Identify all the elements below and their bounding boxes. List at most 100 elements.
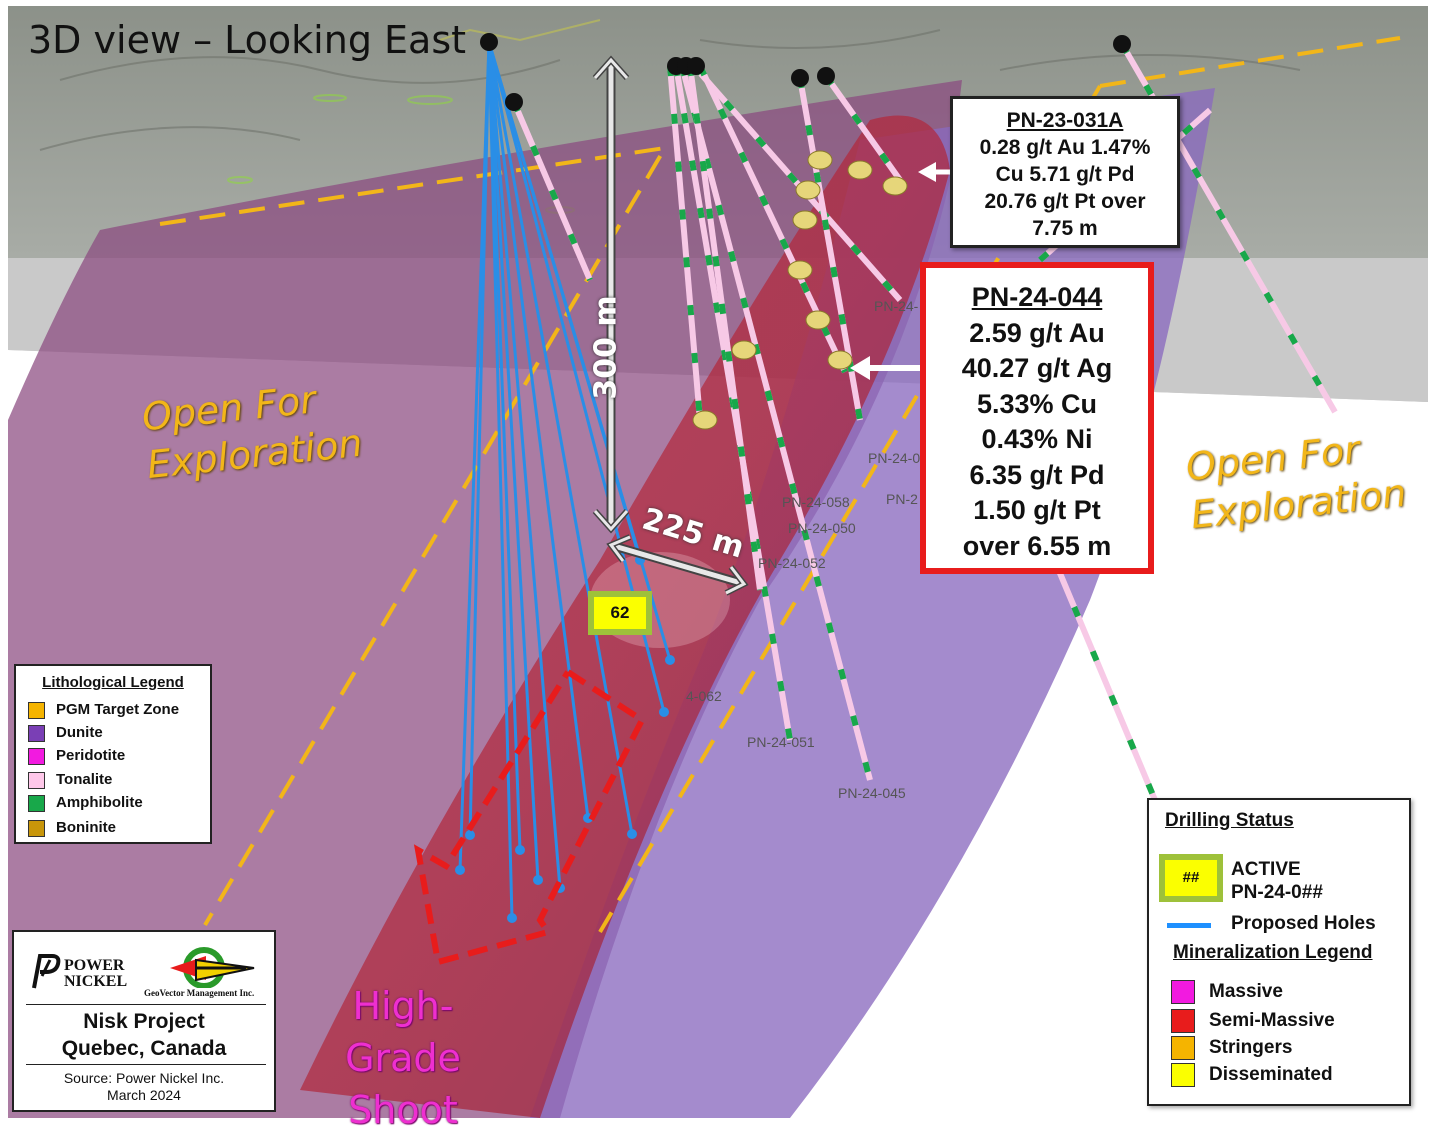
drill-hole-segments	[667, 65, 703, 421]
intercept-marker	[731, 340, 757, 360]
drill-hole-segments	[697, 64, 848, 374]
proposed-holes-label: Proposed Holes	[1231, 913, 1376, 934]
project-line2: Quebec, Canada	[61, 1037, 227, 1060]
geovector-logo-icon	[170, 947, 255, 988]
proposed-hole-trace	[487, 41, 590, 819]
intercept-marker	[787, 260, 813, 280]
hole-label-058: PN-24-058	[782, 494, 850, 510]
dimension-arrow-horizontal	[606, 534, 749, 596]
legend-label: Dunite	[56, 724, 103, 741]
callout-031a-line: 7.75 m	[1032, 217, 1098, 240]
legend-label: Tonalite	[56, 771, 113, 788]
hole-label-2: PN-2	[886, 491, 918, 507]
mineralization-swatch	[1171, 980, 1195, 1004]
active-label: ACTIVE PN-24-0##	[1231, 858, 1323, 904]
proposed-hole-trace	[487, 41, 522, 851]
proposed-hole-swatch	[1167, 923, 1211, 928]
legend-swatch	[28, 820, 45, 837]
proposed-hole-end	[455, 865, 465, 875]
proposed-hole-trace	[487, 41, 562, 889]
callout-044-line: 2.59 g/t Au	[969, 317, 1105, 348]
topo-details	[39, 19, 1301, 214]
proposed-hole-end	[465, 830, 475, 840]
drill-collar-marker	[505, 93, 523, 111]
drill-hole-segments	[511, 100, 593, 282]
callout-pn-23-031a: PN-23-031A 0.28 g/t Au 1.47% Cu 5.71 g/t…	[950, 96, 1180, 248]
active-badge-text: ##	[1165, 860, 1217, 896]
legend-label: PGM Target Zone	[56, 701, 180, 718]
hole-label-24: PN-24-	[874, 298, 919, 314]
nickel-word: NICKEL	[64, 973, 128, 990]
shoot-line1: High-Grade	[345, 984, 461, 1080]
hole-label-050: PN-24-050	[788, 520, 856, 536]
legend-swatch	[28, 772, 45, 789]
mineralization-swatch	[1171, 1063, 1195, 1087]
proposed-hole-end	[533, 875, 543, 885]
project-name: Nisk Project Quebec, Canada	[14, 1008, 274, 1062]
proposed-hole-end	[515, 845, 525, 855]
drill-collar-marker	[817, 67, 835, 85]
divider	[26, 1064, 266, 1065]
callout-pointer-031a	[918, 162, 950, 182]
mineralization-label: Massive	[1209, 981, 1283, 1002]
high-grade-shoot-label: High-Grade Shoot	[298, 980, 508, 1136]
callout-044-title: PN-24-044	[971, 282, 1103, 312]
project-info-box: POWER NICKEL GeoVector Management Inc. N…	[12, 930, 276, 1112]
legend-label: Boninite	[56, 819, 116, 836]
callout-031a-title: PN-23-031A	[1006, 109, 1124, 132]
proposed-hole-trace	[468, 41, 491, 836]
callout-031a-line: Cu 5.71 g/t Pd	[995, 163, 1135, 186]
intercept-marker	[795, 180, 821, 200]
callout-044-line: 0.43% Ni	[981, 424, 1093, 454]
legend-swatch	[28, 702, 45, 719]
power-nickel-logo-icon	[32, 954, 61, 989]
callout-pointer-044	[850, 356, 920, 380]
intercept-marker	[807, 150, 833, 170]
active-line1: ACTIVE	[1231, 859, 1301, 880]
intercept-marker	[805, 310, 831, 330]
proposed-hole-end	[627, 829, 637, 839]
proposed-hole-end	[665, 655, 675, 665]
callout-044-line: 6.35 g/t Pd	[969, 459, 1105, 490]
legend-swatch	[28, 725, 45, 742]
intercept-marker	[882, 176, 908, 196]
lithological-legend-title: Lithological Legend	[42, 674, 184, 691]
active-line2: PN-24-0##	[1231, 882, 1323, 903]
proposed-hole-end	[659, 707, 669, 717]
drilling-status-title: Drilling Status	[1165, 810, 1294, 831]
callout-031a-line: 20.76 g/t Pt over	[984, 190, 1146, 213]
high-grade-direction-arrow	[413, 669, 646, 966]
callout-044-line: 40.27 g/t Ag	[961, 353, 1113, 383]
drill-hole-segments	[691, 64, 903, 302]
drilling-status-legend: Drilling Status ## ACTIVE PN-24-0## Prop…	[1147, 798, 1411, 1106]
hole-label-062: 4-062	[686, 688, 722, 704]
legend-label: Peridotite	[56, 747, 126, 764]
legend-label: Amphibolite	[56, 794, 143, 811]
hole-label-051: PN-24-051	[747, 734, 815, 750]
intercept-marker	[792, 210, 818, 230]
proposed-hole-trace	[458, 41, 491, 871]
callout-044-line: 1.50 g/t Pt	[973, 495, 1101, 525]
view-title: 3D view – Looking East	[28, 18, 467, 62]
intercept-marker	[827, 350, 853, 370]
drill-collar-marker	[480, 33, 498, 51]
drill-collar-marker	[687, 57, 705, 75]
legend-swatch	[28, 795, 45, 812]
drill-collar-marker	[791, 69, 809, 87]
drill-hole-trace	[679, 65, 873, 781]
mineralization-label: Stringers	[1209, 1037, 1293, 1058]
source-line2: March 2024	[107, 1087, 181, 1103]
drill-hole-trace	[823, 74, 903, 182]
active-hole-badge[interactable]: 62	[588, 591, 652, 635]
source-note: Source: Power Nickel Inc. March 2024	[14, 1070, 274, 1104]
power-nickel-wordmark: POWER NICKEL	[64, 958, 127, 990]
intercept-marker	[847, 160, 873, 180]
mineralization-swatch	[1171, 1036, 1195, 1060]
hole-label-052: PN-24-052	[758, 555, 826, 571]
mineralization-legend-title: Mineralization Legend	[1173, 942, 1373, 963]
drill-hole-segments	[687, 65, 763, 591]
drill-collar-marker	[1113, 35, 1131, 53]
proposed-hole-trace	[487, 41, 634, 835]
mineralization-label: Disseminated	[1209, 1064, 1333, 1085]
